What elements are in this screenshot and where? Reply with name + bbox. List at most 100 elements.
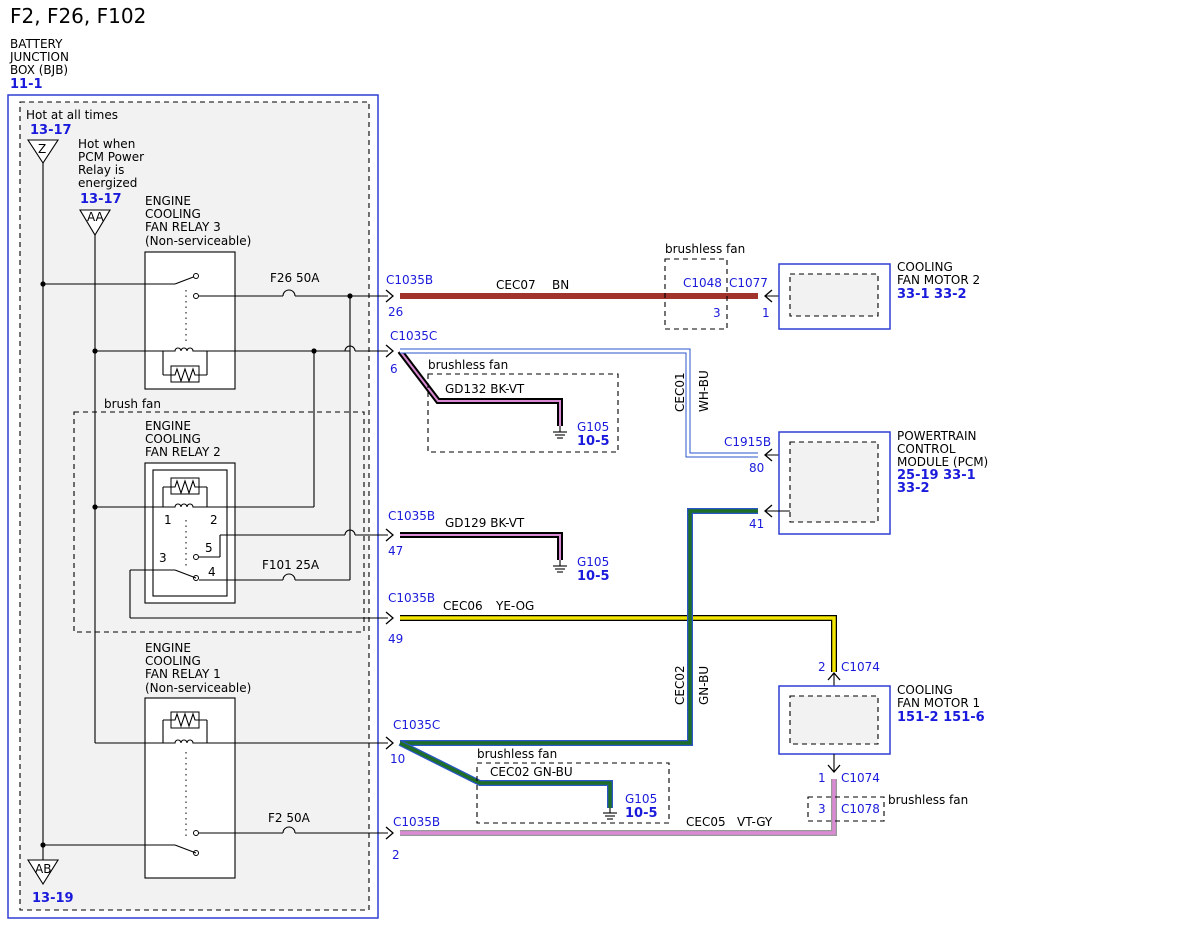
- relay2-coil: [95, 503, 314, 508]
- g105-a: G105: [577, 420, 609, 434]
- c1035b-26: C1035B: [386, 273, 433, 287]
- terminal-z-label: Z: [38, 142, 46, 156]
- pin-10: 10: [390, 752, 405, 766]
- fan-motor2-refs: 33-1 33-2: [897, 287, 967, 302]
- brush-fan-label: brush fan: [104, 397, 161, 411]
- brushless-fan-right: brushless fan: [888, 793, 968, 807]
- c1074-top-pin: 2: [818, 660, 826, 674]
- wire-gd132-label: GD132 BK-VT: [445, 382, 525, 396]
- pin-47: 47: [388, 544, 403, 558]
- brush-fan-region: [73, 411, 365, 633]
- f101-label: F101 25A: [262, 558, 320, 572]
- terminal-z-icon: [26, 139, 60, 165]
- c1915b: C1915B: [724, 435, 771, 449]
- terminal-aa-label: AA: [87, 210, 105, 224]
- relay3-switch: [174, 275, 197, 285]
- hot-when-2: PCM Power: [78, 150, 144, 164]
- c1048-pin: 3: [713, 306, 721, 320]
- c1035c-6: C1035C: [390, 329, 437, 343]
- relay2-pin5: 5: [205, 541, 213, 555]
- wire-cec02-label: CEC02: [673, 665, 687, 705]
- relay3-coil: [163, 347, 207, 352]
- relay2-resistor: [163, 479, 207, 495]
- wire-cec02: [400, 509, 758, 745]
- g105-b: G105: [577, 555, 609, 569]
- wire-gd129: [400, 534, 561, 560]
- hot-at-all-times-ref: 13-17: [30, 123, 72, 138]
- brushless-fan-low: brushless fan: [477, 747, 557, 761]
- wire-cec05: [400, 779, 836, 835]
- pin-49: 49: [388, 632, 403, 646]
- bjb-label-2: JUNCTION: [9, 50, 69, 64]
- wire-cec01-label: CEC01: [673, 372, 687, 412]
- relay2-pin2: 2: [210, 513, 218, 527]
- c1077: C1077: [729, 276, 768, 290]
- wire-cec06-color: YE-OG: [495, 599, 534, 613]
- brushless-fan-top: brushless fan: [665, 242, 745, 256]
- relay3-resistor-box: [170, 365, 200, 383]
- ground-icon: [553, 426, 567, 439]
- brushless-fan-mid-box: [427, 373, 619, 453]
- f2-fuse-icon: [282, 826, 296, 834]
- wire-cec02-ground: [399, 741, 612, 808]
- c1074-bot-pin: 1: [818, 771, 826, 785]
- g105-c: G105: [625, 792, 657, 806]
- wire-cec01-color: WH-BU: [697, 370, 711, 412]
- fan-motor1-label-2: FAN MOTOR 1: [897, 696, 980, 710]
- wire-cec06-label: CEC06: [443, 599, 483, 613]
- c1035b-47: C1035B: [388, 509, 435, 523]
- f26-fuse-icon: [282, 289, 296, 297]
- wire-cec02-lower-label: CEC02 GN-BU: [490, 765, 573, 779]
- wire-cec07-label: CEC07: [496, 278, 536, 292]
- wire-cec05-label: CEC05: [686, 815, 726, 829]
- relay2-box: [144, 462, 236, 604]
- c1074-bot: C1074: [841, 771, 880, 785]
- relay2-pin3: 3: [159, 551, 167, 565]
- pcm-label-1: POWERTRAIN: [897, 429, 977, 443]
- pcm-label-2: CONTROL: [897, 442, 956, 456]
- c1035b-49: C1035B: [388, 591, 435, 605]
- relay2-switch: [174, 569, 197, 579]
- relay1-label-1: ENGINE: [145, 641, 191, 655]
- connector-arrows: [385, 289, 394, 840]
- relay2-label-1: ENGINE: [145, 419, 191, 433]
- brushless-fan-right-box: [807, 796, 885, 822]
- hot-when-4: energized: [78, 176, 137, 190]
- f26-label: F26 50A: [270, 271, 320, 285]
- g105-a-ref: 10-5: [577, 434, 610, 449]
- c1915b-pin80: 80: [749, 461, 764, 475]
- c1048: C1048: [683, 276, 722, 290]
- pin-6: 6: [390, 362, 398, 376]
- terminal-aa-icon: [79, 209, 111, 237]
- hot-at-all-times: Hot at all times: [26, 108, 118, 122]
- c1078: C1078: [841, 802, 880, 816]
- wire-gd132: [399, 350, 561, 426]
- pcm-label-3: MODULE (PCM): [897, 455, 988, 469]
- wire-cec01: [400, 349, 758, 457]
- relay3-contact-nc: [193, 273, 199, 279]
- relay1-coil: [95, 739, 388, 744]
- relay3-contact-no: [193, 293, 199, 299]
- bjb-label-1: BATTERY: [10, 37, 63, 51]
- relay1-switch: [174, 844, 197, 854]
- wire-cec07-color: BN: [552, 278, 569, 292]
- hot-when-3: Relay is: [78, 163, 124, 177]
- f101-fuse-icon: [282, 573, 296, 581]
- fan-motor2-label-1: COOLING: [897, 260, 953, 274]
- relay1-label-4: (Non-serviceable): [145, 681, 251, 695]
- relay2-pin1: 1: [164, 513, 172, 527]
- wire-cec06: [400, 616, 836, 672]
- relay3-box: [144, 251, 236, 390]
- wire-gd129-label: GD129 BK-VT: [445, 516, 525, 530]
- fan-motor1-label-1: COOLING: [897, 683, 953, 697]
- c1074-top: C1074: [841, 660, 880, 674]
- relay3-label-1: ENGINE: [145, 194, 191, 208]
- f2-label: F2 50A: [268, 811, 311, 825]
- crossover-351: [344, 345, 356, 352]
- fan-motor2-label-2: FAN MOTOR 2: [897, 273, 980, 287]
- relay2-inner-box: [152, 469, 228, 597]
- wire-cec05-color: VT-GY: [737, 815, 773, 829]
- terminal-ab-label: AB: [35, 862, 51, 876]
- terminal-ab-ref: 13-19: [32, 891, 74, 906]
